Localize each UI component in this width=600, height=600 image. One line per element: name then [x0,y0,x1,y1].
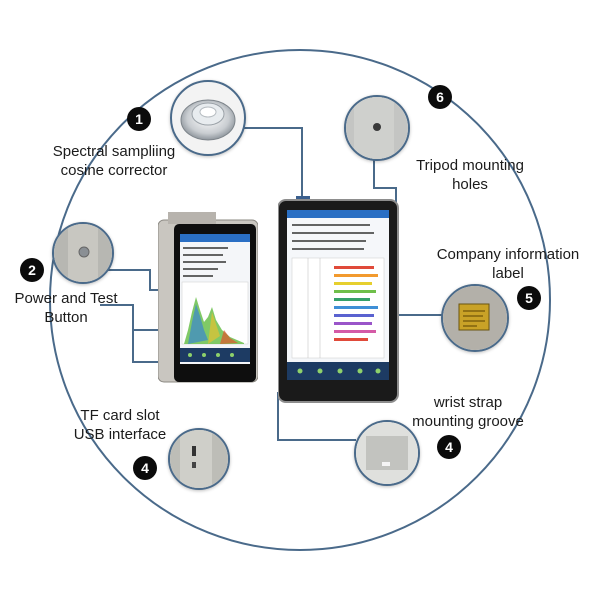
connector-cosine-corrector [240,127,303,196]
tripod-hole-icon [346,97,408,159]
meter-device-left [157,212,259,384]
power-button-bubble [52,222,114,284]
connector-wrist-strap [277,392,356,441]
label-tf-card-line-1: TF card slot [80,407,160,424]
label-tf-card-usb: TF card slot USB interface [70,406,170,444]
outer-ring-circle [49,49,551,551]
company-label-icon [443,286,507,350]
label-usb-line-2: USB interface [73,426,167,443]
company-label-bubble [441,284,509,352]
callout-number-5: 5 [517,286,541,310]
callout-number-1: 1 [127,107,151,131]
label-power-button-line-2: Button [44,309,88,326]
meter-device-left-graphic [157,212,259,383]
wrist-strap-groove-icon [356,422,418,484]
label-wrist-strap-line-1: wrist strap [433,394,503,411]
callout-number-2: 2 [20,258,44,282]
connector-tf-card [100,304,166,363]
label-tripod-line-2: holes [452,176,488,193]
label-wrist-strap-line-2: mounting groove [412,413,524,430]
label-cosine-corrector-line-1: Spectral sampliing [52,143,176,160]
power-button-icon [54,224,112,282]
label-cosine-corrector-line-2: cosine corrector [60,162,168,179]
callout-number-6: 6 [428,85,452,109]
tripod-holes-bubble [344,95,410,161]
meter-device-right [277,196,400,404]
label-wrist-strap: wrist strap mounting groove [402,393,534,431]
label-company-line-2: label [492,265,524,282]
label-tripod-line-1: Tripod mounting [416,157,524,174]
wrist-strap-bubble [354,420,420,486]
tf-card-slot-icon [170,430,228,488]
label-cosine-corrector: Spectral sampliing cosine corrector [22,142,206,180]
label-company-info: Company information label [425,245,591,283]
cosine-corrector-icon [180,99,236,141]
label-power-button: Power and Test Button [4,289,128,327]
callout-number-4-left: 4 [133,456,157,480]
cosine-corrector-bubble [170,80,246,156]
label-tripod-holes: Tripod mounting holes [402,156,538,194]
label-company-line-1: Company information [436,246,580,263]
label-power-button-line-1: Power and Test [14,290,118,307]
tf-card-slot-bubble [168,428,230,490]
callout-number-4-right: 4 [437,435,461,459]
meter-device-right-graphic [277,196,399,403]
